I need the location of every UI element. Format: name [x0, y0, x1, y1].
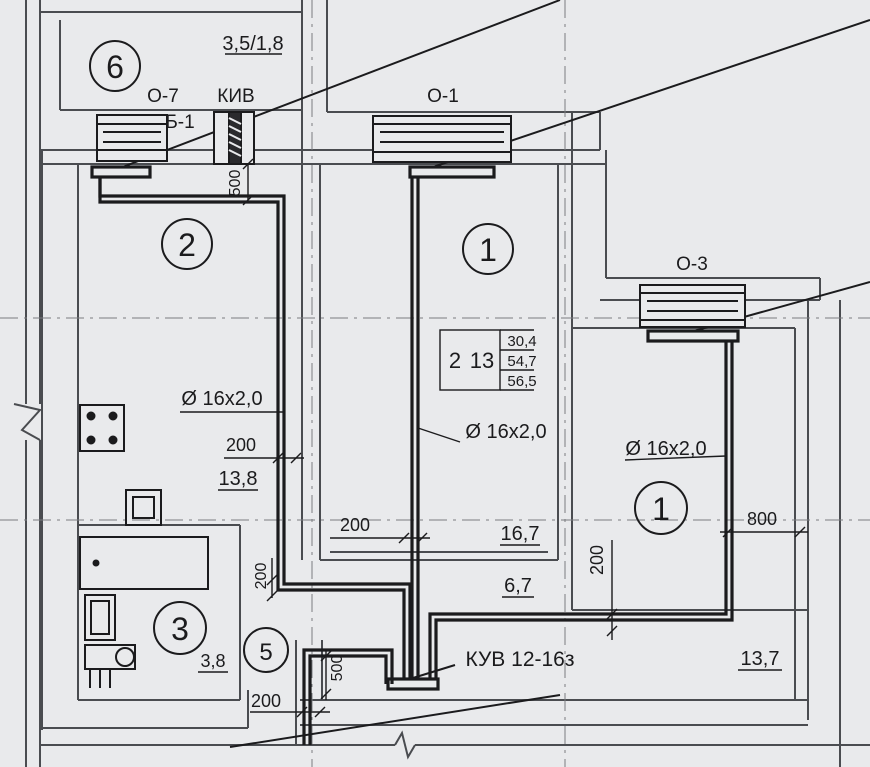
area-bath: 3,8 [200, 651, 225, 671]
labels: 6 2 1 1 3 5 3,5/1,8 13,8 16,7 6,7 13,7 3… [106, 33, 782, 711]
dim-200-bottom: 200 [251, 691, 281, 711]
windows [96, 111, 746, 328]
area-balcony: 3,5/1,8 [222, 33, 283, 55]
dim-200-center: 200 [340, 515, 370, 535]
area-kitchen: 13,8 [219, 468, 258, 490]
fixtures [79, 404, 209, 688]
room-markers [89, 40, 688, 673]
stove-icon [79, 404, 125, 452]
window-o7 [96, 114, 168, 162]
dim-200-corridor: 200 [587, 545, 607, 575]
area-room-center: 16,7 [501, 523, 540, 545]
summary-living-area: 30,4 [507, 333, 536, 350]
radiator-right [646, 329, 740, 343]
dim-200-kitchen: 200 [226, 435, 256, 455]
toilet-icon [84, 644, 136, 688]
summary-apartment-type: 13 [470, 348, 494, 373]
dim-500-top: 500 [227, 170, 244, 197]
sink-icon [125, 489, 162, 526]
label-collector: КУВ 12-16з [466, 648, 575, 671]
room-marker-center [462, 223, 514, 275]
pipe-right [428, 341, 728, 684]
washbasin-icon [84, 594, 116, 641]
label-window-right: О-3 [676, 254, 708, 275]
label-window-kitchen: О-7 [147, 86, 179, 107]
room-marker-hall [243, 627, 289, 673]
summary-total-area: 54,7 [507, 353, 536, 370]
dimension-lines [180, 158, 808, 718]
radiator-kitchen [90, 165, 152, 179]
summary-area-with-balcony: 56,5 [507, 373, 536, 390]
label-pipe-kitchen: Ø 16x2,0 [181, 388, 262, 410]
room-number-kitchen: 2 [178, 227, 196, 263]
collector [386, 677, 440, 691]
label-window-center: О-1 [427, 86, 459, 107]
dim-200-left: 200 [253, 563, 270, 590]
window-o1 [372, 115, 512, 163]
room-marker-right [634, 481, 688, 535]
room-marker-kitchen [161, 218, 213, 270]
label-door-balcony: Б-1 [165, 112, 194, 133]
dim-500-bottom: 500 [329, 655, 346, 682]
bathtub-icon [79, 536, 209, 590]
room-number-bath: 3 [171, 611, 189, 647]
label-pipe-right: Ø 16x2,0 [625, 438, 706, 460]
room-number-hall: 5 [259, 639, 272, 666]
room-marker-bath [153, 601, 207, 655]
area-room-right: 13,7 [741, 648, 780, 670]
label-pipe-center: Ø 16x2,0 [465, 421, 546, 443]
summary-rooms-count: 2 [449, 348, 461, 373]
window-o3 [639, 284, 746, 328]
room-number-right: 1 [652, 491, 670, 527]
heating-pipes [90, 165, 740, 745]
dim-800-right: 800 [747, 509, 777, 529]
area-corridor: 6,7 [504, 575, 532, 597]
pipe-kitchen [98, 177, 406, 684]
label-kiv: КИВ [217, 86, 254, 107]
pipe-hall [302, 648, 394, 745]
radiator-center [408, 165, 496, 179]
room-marker-balcony [89, 40, 141, 92]
kiv-vent [213, 111, 255, 165]
room-number-balcony: 6 [106, 49, 124, 85]
room-number-center: 1 [479, 232, 497, 268]
